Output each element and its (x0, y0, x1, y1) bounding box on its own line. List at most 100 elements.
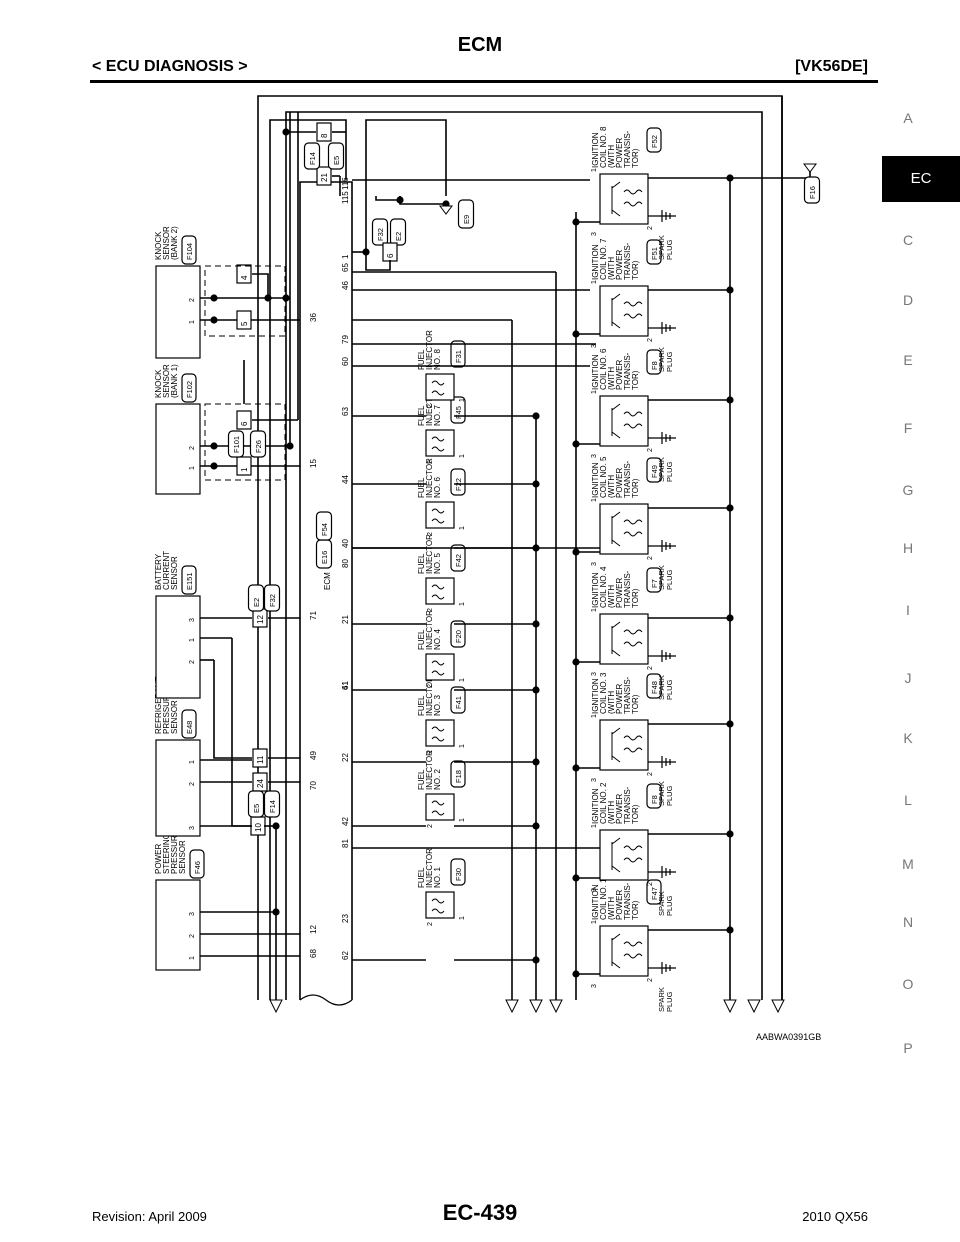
ignition-coil-name: POWER (615, 138, 624, 168)
ignition-coil-name: COIL NO. 7 (599, 238, 608, 280)
joint-pin-label: 24 (256, 779, 265, 788)
ignition-coil-name: TOR) (631, 694, 640, 714)
arrow-terminal (771, 999, 785, 1014)
section-index-m[interactable]: M (902, 856, 914, 872)
coil-winding (623, 845, 643, 863)
section-index-h[interactable]: H (902, 540, 914, 556)
section-index-o[interactable]: O (902, 976, 914, 992)
pin: 2 (427, 404, 434, 408)
section-index-p[interactable]: P (903, 1040, 913, 1056)
ignition-coil-name: (WITH (607, 585, 616, 608)
spark-plug-label: SPARK (657, 235, 666, 260)
sensor-box (155, 265, 201, 359)
pin: 2 (189, 660, 196, 664)
wire (365, 196, 391, 271)
section-index-c[interactable]: C (902, 232, 914, 248)
spark-plug-icon (648, 650, 676, 662)
spark-plug-label: SPARK (657, 891, 666, 916)
ignition-coil-name: TOR) (631, 148, 640, 168)
ecm-connector-f54 (315, 511, 333, 541)
sensor-connector-label: F104 (185, 243, 194, 260)
pin: 1 (189, 466, 196, 470)
pin: 3 (591, 672, 598, 676)
injector-coil (431, 898, 445, 914)
sensor-name: (BANK 2) (170, 226, 179, 260)
ignition-coil-name: POWER (615, 250, 624, 280)
ecm-terminal: 68 (309, 949, 318, 958)
joint-pin-label: 6 (240, 421, 249, 426)
sensor-name: (BANK 1) (170, 364, 179, 398)
joint-connector-label: F26 (254, 440, 263, 453)
ignition-coil-name: (WITH (607, 145, 616, 168)
sensor-name: PRESSURE (170, 830, 179, 874)
ignition-coil-name: POWER (615, 794, 624, 824)
pin: 3 (189, 912, 196, 916)
section-index-e[interactable]: E (903, 352, 913, 368)
footer-vehicle: 2010 QX56 (802, 1209, 868, 1224)
pin: 2 (189, 934, 196, 938)
injector-coil (431, 380, 445, 396)
injector-name: NO. 7 (433, 405, 442, 426)
pin: 1 (189, 956, 196, 960)
ignition-coil-name: TRANSIS- (623, 352, 632, 390)
section-index-l[interactable]: L (904, 792, 912, 808)
section-index-g[interactable]: G (902, 482, 914, 498)
section-index-k[interactable]: K (903, 730, 913, 746)
injector-connector-label: F41 (454, 696, 463, 709)
ground-connector-label: E9 (462, 215, 471, 224)
injector-coil (431, 436, 445, 452)
coil-winding (623, 629, 643, 647)
injector-name: NO. 4 (433, 629, 442, 650)
injector-connector-label: F45 (454, 406, 463, 419)
sensor-connector (181, 235, 197, 265)
ignition-coil-name: (WITH (607, 801, 616, 824)
injector-name: FUEL (417, 629, 426, 650)
sensor-box (155, 403, 201, 495)
ignition-coil-name: POWER (615, 890, 624, 920)
ecm-terminal: 63 (341, 407, 350, 416)
ecm-outline-break (299, 994, 353, 1006)
section-index-n[interactable]: N (902, 914, 914, 930)
pin: 1 (189, 320, 196, 324)
ignition-coil-connector (646, 239, 662, 265)
section-index-i[interactable]: I (906, 602, 910, 618)
injector-name: INJECTOR (425, 386, 434, 426)
splice-dot (210, 462, 218, 470)
injector-box (425, 719, 455, 747)
injector-coil (431, 800, 445, 816)
injector-name: NO. 6 (433, 477, 442, 498)
section-index-d[interactable]: D (902, 292, 914, 308)
pin: 3 (591, 984, 598, 988)
section-index-f[interactable]: F (903, 420, 913, 436)
section-index-j[interactable]: J (904, 670, 912, 686)
pin: 2 (427, 460, 434, 464)
ignition-coil-name: (WITH (607, 475, 616, 498)
injector-connector (450, 340, 466, 368)
pin: 2 (647, 666, 654, 670)
ignition-coil-connector-label: F8 (650, 361, 659, 370)
joint-connector (371, 218, 389, 246)
injector-name: INJECTOR (425, 458, 434, 498)
injector-name: FUEL (417, 477, 426, 498)
pin: 1 (189, 760, 196, 764)
spark-plug-label: PLUG (665, 461, 674, 482)
ground-connector (803, 176, 821, 204)
arrow-terminal (269, 999, 283, 1014)
spark-plug-label: SPARK (657, 457, 666, 482)
splice-dot (210, 442, 218, 450)
joint-connector (327, 142, 345, 170)
pin: 1 (591, 824, 598, 828)
ignition-coil-box (599, 285, 649, 337)
active-section-tab[interactable]: EC (882, 156, 960, 202)
ecm-label: ECM (323, 572, 332, 590)
joint-pin (236, 410, 252, 430)
section-index-a[interactable]: A (903, 110, 913, 126)
ecm-terminal: 42 (341, 817, 350, 826)
ecm-terminal: 62 (341, 951, 350, 960)
ecm-terminal: 80 (341, 559, 350, 568)
ignition-coil-connector (646, 127, 662, 153)
pin: 2 (427, 922, 434, 926)
injector-name: NO. 5 (433, 553, 442, 574)
ignition-coil-name: COIL NO. 4 (599, 566, 608, 608)
